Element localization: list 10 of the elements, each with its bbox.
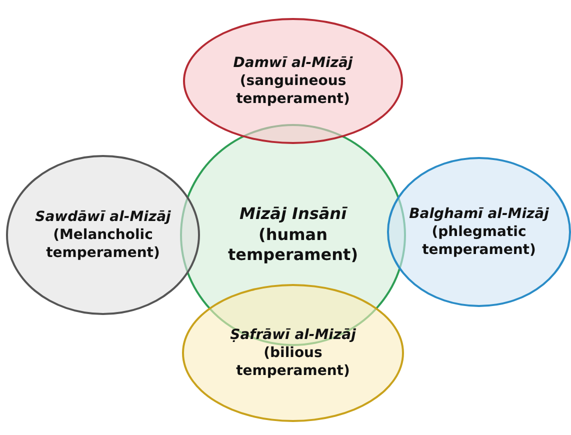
temperament-description: (phlegmatic temperament) <box>421 222 537 260</box>
temperament-description: (bilious temperament) <box>235 344 351 380</box>
temperament-name: Damwī al-Mizāj <box>233 54 353 72</box>
temperament-description: (sanguineous temperament) <box>235 72 351 108</box>
temperament-description: (Melancholic temperament) <box>45 226 161 262</box>
temperament-description: (human temperament) <box>226 224 360 266</box>
temperament-name: Ṣafrāwī al-Mizāj <box>230 326 356 344</box>
temperament-name: Mizāj Insānī <box>239 204 347 225</box>
temperament-name: Sawdāwī al-Mizāj <box>35 208 171 226</box>
temperament-name: Balghamī al-Mizāj <box>409 204 549 223</box>
